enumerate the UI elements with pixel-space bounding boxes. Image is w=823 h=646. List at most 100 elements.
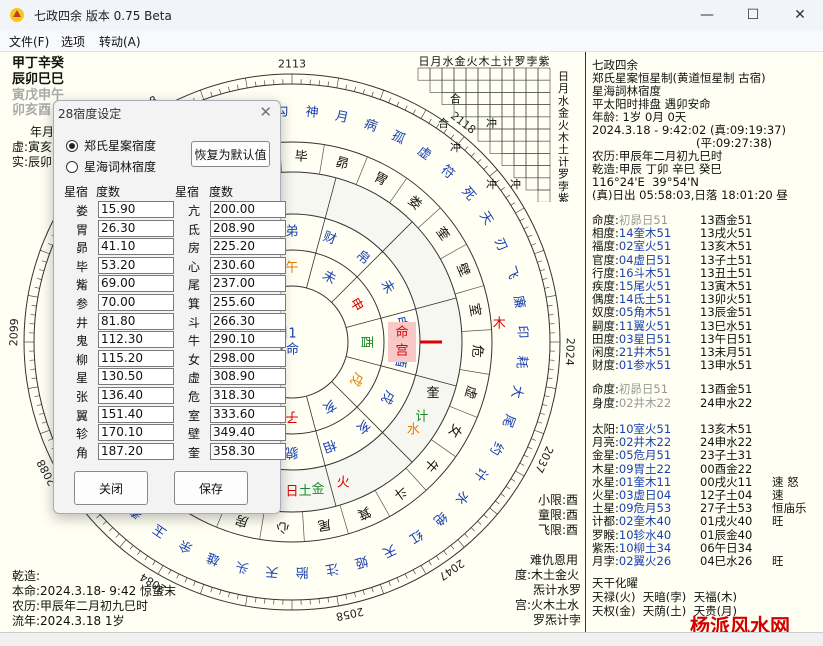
house-divider: [306, 177, 337, 289]
degree-tick: [436, 123, 440, 129]
degree-tick: [523, 226, 529, 230]
mansion-divider: [454, 285, 484, 295]
degree-input[interactable]: 115.20: [98, 349, 174, 367]
year-number: 2113: [278, 58, 306, 71]
panel-title: 七政四余: [592, 58, 638, 72]
degree-input[interactable]: 53.20: [98, 256, 174, 274]
radio-zheng-icon[interactable]: [66, 139, 78, 152]
degree-input[interactable]: 187.20: [98, 442, 174, 460]
mansion-label: 斗: [188, 315, 201, 330]
degree-tick: [48, 438, 53, 441]
flow-year-label: 流年:2024.3.18 1岁: [12, 614, 125, 628]
outer-star-label: 天: [380, 541, 398, 560]
degree-tick: [457, 539, 465, 548]
degree-tick: [34, 395, 40, 397]
house-divider: [345, 297, 457, 328]
degree-input[interactable]: 170.10: [98, 424, 174, 442]
mansion-divider: [339, 504, 349, 534]
degree-input[interactable]: 41.10: [98, 238, 174, 256]
degree-input[interactable]: 151.40: [98, 405, 174, 423]
star-mansion: 02翼火26: [618, 554, 672, 568]
outer-star-label: 红: [406, 526, 426, 546]
gender-label: 乾造:: [12, 569, 41, 583]
degree-input[interactable]: 358.30: [210, 442, 286, 460]
radio-xinghai-icon[interactable]: [66, 160, 78, 173]
degree-tick: [219, 89, 222, 95]
aspect-mark: 冲: [486, 177, 497, 191]
radio-zheng-option[interactable]: 郑氏星案宿度: [66, 137, 156, 154]
palace-name: 命度:: [592, 213, 619, 227]
maximize-button[interactable]: ☐: [746, 7, 760, 23]
radio-xinghai-option[interactable]: 星海词林宿度: [66, 158, 156, 175]
dialog-close-icon[interactable]: ✕: [259, 103, 272, 121]
degree-input[interactable]: 308.90: [210, 368, 286, 386]
degree-input[interactable]: 255.60: [210, 294, 286, 311]
minimize-button[interactable]: —: [700, 7, 714, 23]
degree-tick: [109, 527, 113, 532]
year-number: 2024: [563, 337, 577, 365]
dialog-save-button[interactable]: 保存: [174, 471, 248, 505]
degree-input[interactable]: 266.30: [210, 312, 286, 330]
menu-options[interactable]: 选项: [61, 35, 86, 49]
menu-rotate[interactable]: 转动(A): [99, 35, 141, 49]
planet-label: 火: [337, 475, 350, 490]
close-window-button[interactable]: ✕: [794, 7, 806, 23]
degree-input[interactable]: 225.20: [210, 238, 286, 256]
degree-input[interactable]: 349.40: [210, 424, 286, 442]
degree-input[interactable]: 81.80: [98, 312, 174, 330]
palace-mansion: 初昴日51: [618, 213, 669, 227]
outer-star-label: 约: [486, 439, 505, 457]
house-divider: [306, 395, 337, 507]
degree-input[interactable]: 15.90: [98, 201, 174, 218]
ming-gong-label-1: 命: [395, 325, 408, 341]
ming-du-mansion: 初昴日51: [618, 382, 669, 396]
grid-cell: [537, 92, 551, 105]
degree-tick: [354, 592, 356, 598]
degree-input[interactable]: 200.00: [210, 201, 286, 218]
palace-mansion: 04虚日51: [618, 252, 672, 267]
mansion-divider: [374, 490, 391, 517]
star-note: 恒庙乐: [772, 501, 807, 516]
degree-tick: [510, 478, 516, 482]
degree-input[interactable]: 230.60: [210, 256, 286, 274]
horizontal-scrollbar[interactable]: [0, 632, 823, 646]
degree-tick: [519, 462, 525, 466]
dialog-close-button[interactable]: 关闭: [74, 471, 148, 505]
reset-default-button[interactable]: 恢复为默认值: [191, 141, 270, 167]
degree-input[interactable]: 69.00: [98, 275, 174, 293]
degree-input[interactable]: 112.30: [98, 331, 174, 349]
outer-star-label: 天: [476, 209, 496, 228]
grid-cell: [453, 79, 467, 93]
house-divider: [345, 356, 457, 387]
degree-input[interactable]: 237.00: [210, 275, 286, 293]
degree-input[interactable]: 136.40: [98, 387, 174, 404]
degree-input[interactable]: 290.10: [210, 331, 286, 349]
degree-input[interactable]: 26.30: [98, 219, 174, 237]
degree-tick: [464, 533, 469, 538]
star-name: 计都:: [592, 514, 619, 529]
degree-input[interactable]: 333.60: [210, 405, 286, 423]
mansion-label: 壁: [188, 427, 201, 442]
outer-star-label: 大: [508, 384, 525, 400]
mansion-label: 井: [76, 315, 89, 330]
degree-tick: [404, 105, 408, 111]
degree-input[interactable]: 70.00: [98, 294, 174, 311]
palace-mansion: 15尾火51: [618, 279, 672, 293]
outer-star-label: 雄: [205, 549, 222, 568]
grid-cell: [465, 104, 479, 118]
grid-cell: [513, 128, 527, 142]
year-number: 2037: [532, 444, 556, 475]
mansion-label: 危: [469, 344, 485, 358]
degree-tick: [184, 577, 188, 583]
menu-file[interactable]: 文件(F): [9, 35, 50, 49]
star-mansion: 10轸水40: [618, 527, 672, 542]
degree-input[interactable]: 208.90: [210, 219, 286, 237]
degree-tick: [544, 287, 550, 289]
degree-input[interactable]: 318.30: [210, 387, 286, 404]
planet-label: 木: [493, 316, 506, 331]
degree-input[interactable]: 130.50: [98, 368, 174, 386]
palace-label: 弟: [285, 225, 298, 240]
grid-cell: [537, 177, 551, 191]
degree-input[interactable]: 298.00: [210, 349, 286, 367]
